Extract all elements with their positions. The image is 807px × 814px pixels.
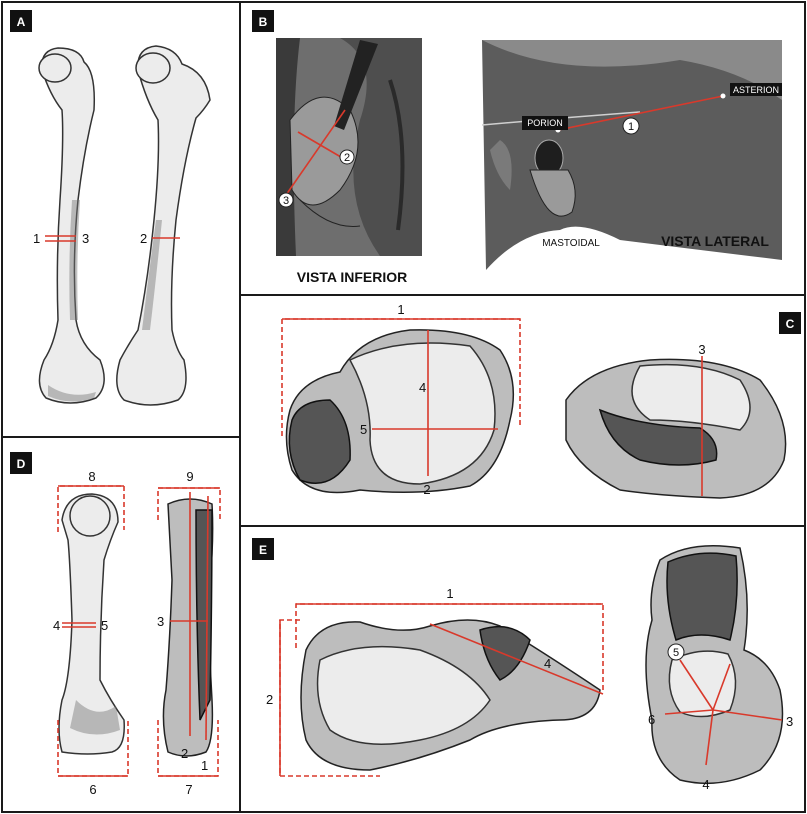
talus-drawing-right xyxy=(566,359,786,498)
panel-b-badge-text: B xyxy=(259,15,268,29)
mastoidal-point xyxy=(569,230,574,235)
panel-d-label-8: 8 xyxy=(88,469,95,484)
inferior-label-2: 2 xyxy=(344,152,350,164)
panel-a-label-3: 3 xyxy=(82,231,89,246)
panel-e-right-label-6: 6 xyxy=(648,712,655,727)
talus-drawing-left xyxy=(286,330,513,493)
panel-a-label-1: 1 xyxy=(33,231,40,246)
asterion-point xyxy=(721,94,726,99)
panel-d-label-5: 5 xyxy=(101,618,108,633)
panel-c-label-4: 4 xyxy=(419,380,426,395)
inferior-label-3: 3 xyxy=(283,195,289,207)
panel-e: E 1 4 2 5 6 3 4 xyxy=(252,538,793,792)
asterion-tag-text: ASTERION xyxy=(733,85,779,95)
panel-e-label-1: 1 xyxy=(446,586,453,601)
panel-a-label-2: 2 xyxy=(140,231,147,246)
panel-e-badge-text: E xyxy=(259,543,267,557)
bone-d-front-drawing xyxy=(59,494,124,754)
inferior-caption: VISTA INFERIOR xyxy=(297,269,407,285)
panel-c-label-2: 2 xyxy=(423,482,430,497)
panel-c-label-1: 1 xyxy=(397,302,404,317)
panel-d-label-3: 3 xyxy=(157,614,164,629)
panel-b: B 2 3 VISTA INFERIOR xyxy=(252,10,782,285)
bone-d-side-drawing xyxy=(163,499,212,756)
lateral-caption: VISTA LATERAL xyxy=(661,233,769,249)
panel-d-label-6: 6 xyxy=(89,782,96,797)
panel-c-label-5: 5 xyxy=(360,422,367,437)
panel-d: D 8 9 4 5 3 2 1 6 7 xyxy=(10,452,220,797)
panel-c-label-3: 3 xyxy=(698,342,705,357)
panel-d-label-4: 4 xyxy=(53,618,60,633)
panel-c: C 1 4 5 2 3 xyxy=(282,302,801,498)
porion-tag-text: PORION xyxy=(527,118,563,128)
panel-d-label-9: 9 xyxy=(186,469,193,484)
calcaneus-posterior-drawing xyxy=(646,546,783,784)
femur-front-drawing xyxy=(39,48,104,403)
lateral-label-1: 1 xyxy=(628,121,634,133)
mastoidal-label: MASTOIDAL xyxy=(542,238,600,249)
panel-e-label-4: 4 xyxy=(544,656,551,671)
panel-d-label-1: 1 xyxy=(201,758,208,773)
panel-e-right-label-3: 3 xyxy=(786,714,793,729)
panel-d-label-2: 2 xyxy=(181,746,188,761)
calcaneus-drawing xyxy=(301,620,600,770)
panel-a-badge-text: A xyxy=(17,15,26,29)
panel-d-label-7: 7 xyxy=(185,782,192,797)
panel-c-badge-text: C xyxy=(786,317,795,331)
panel-e-label-2: 2 xyxy=(266,692,273,707)
panel-d-badge-text: D xyxy=(17,457,26,471)
skull-inferior-view xyxy=(276,38,422,256)
femur-back-drawing xyxy=(117,46,210,405)
panel-e-right-label-4: 4 xyxy=(702,777,709,792)
panel-a: A 1 3 2 xyxy=(10,10,210,405)
panel-e-right-label-5: 5 xyxy=(673,647,679,659)
